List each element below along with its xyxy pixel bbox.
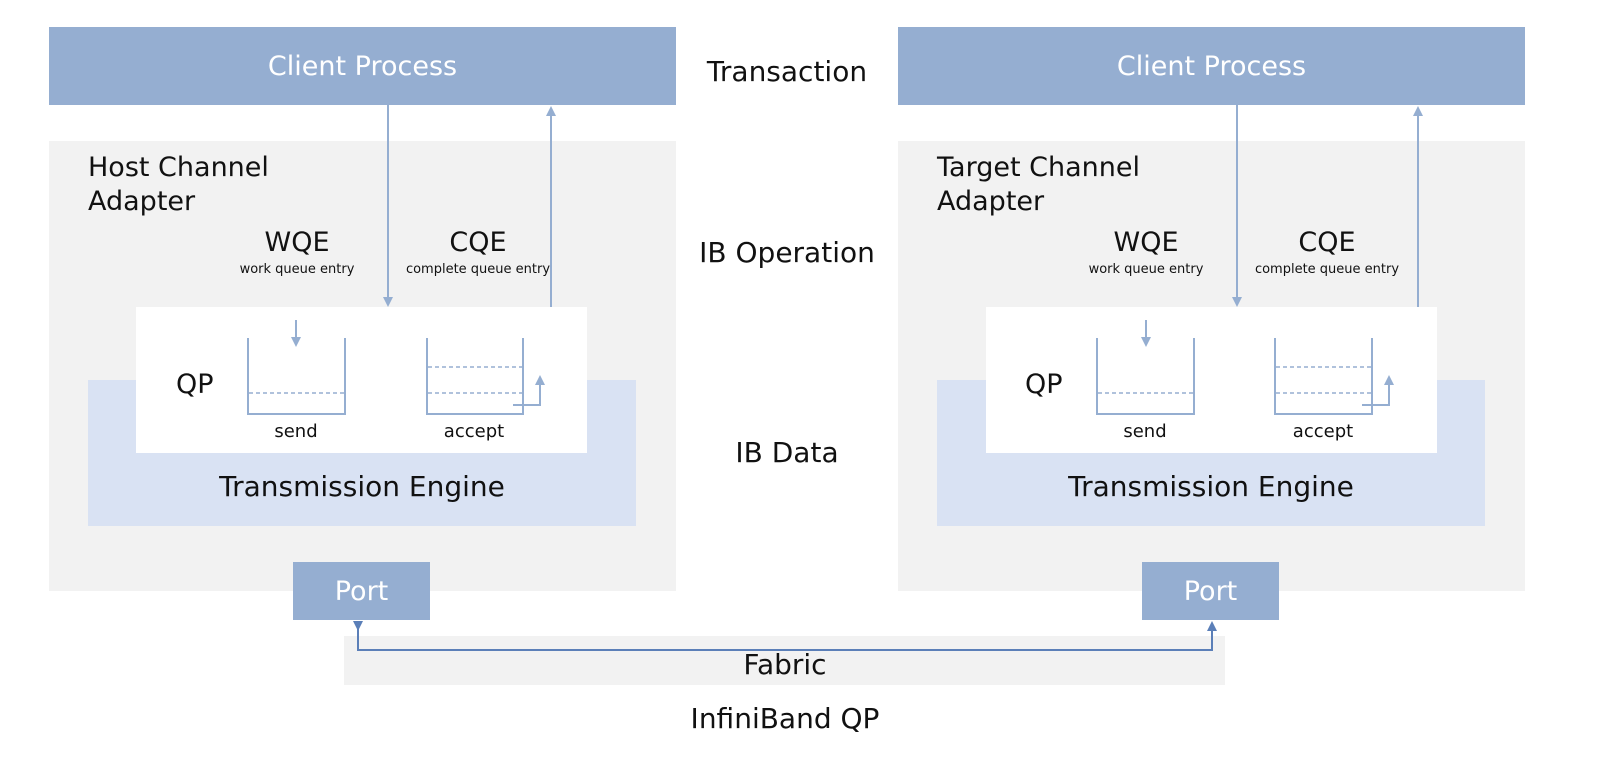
adapter-title-line2: Adapter	[88, 186, 196, 217]
layer-ib-operation: IB Operation	[699, 236, 875, 269]
right-client-process-label: Client Process	[1116, 50, 1307, 82]
left-send-label: send	[274, 421, 318, 442]
layer-ib-data: IB Data	[735, 436, 839, 469]
fabric-label: Fabric	[743, 648, 827, 681]
right-client-process: Client Process	[898, 27, 1525, 105]
right-cqe-label: CQE	[1298, 227, 1356, 258]
adapter-title-line1: Host Channel	[88, 152, 269, 183]
left-client-process-label: Client Process	[267, 50, 458, 82]
left-qp-label: QP	[176, 369, 214, 400]
left-accept-queue-icon	[426, 338, 545, 415]
left-send-queue-icon	[247, 320, 346, 415]
right-port-label: Port	[1183, 575, 1238, 607]
left-transmission-engine-label: Transmission Engine	[219, 470, 505, 503]
left-wqe-label: WQE	[264, 227, 330, 258]
layer-transaction: Transaction	[706, 55, 868, 88]
right-cqe-sub: complete queue entry	[1254, 262, 1400, 277]
right-accept-queue-icon	[1274, 338, 1394, 415]
target-channel-adapter-title: Target Channel Adapter	[937, 151, 1140, 219]
left-port-label: Port	[334, 575, 389, 607]
right-send-queue-icon	[1096, 320, 1195, 415]
right-accept-label: accept	[1292, 421, 1354, 442]
right-wqe-sub: work queue entry	[1088, 262, 1204, 277]
host-channel-adapter-title: Host Channel Adapter	[88, 151, 269, 219]
left-port: Port	[293, 562, 430, 620]
fabric-link-arrow	[353, 621, 1217, 651]
fabric-band	[344, 636, 1225, 685]
left-wqe-sub: work queue entry	[239, 262, 355, 277]
adapter-title-line2: Adapter	[937, 186, 1045, 217]
diagram-caption: InfiniBand QP	[690, 702, 880, 735]
right-qp-label: QP	[1025, 369, 1063, 400]
right-transmission-engine-label: Transmission Engine	[1068, 470, 1354, 503]
left-client-process: Client Process	[49, 27, 676, 105]
left-accept-label: accept	[443, 421, 505, 442]
left-cqe-sub: complete queue entry	[405, 262, 551, 277]
left-cqe-label: CQE	[449, 227, 507, 258]
left-qp-box	[136, 307, 587, 453]
adapter-title-line1: Target Channel	[937, 152, 1140, 183]
right-send-label: send	[1123, 421, 1167, 442]
right-port: Port	[1142, 562, 1279, 620]
right-qp-box	[986, 307, 1437, 453]
right-wqe-label: WQE	[1113, 227, 1179, 258]
